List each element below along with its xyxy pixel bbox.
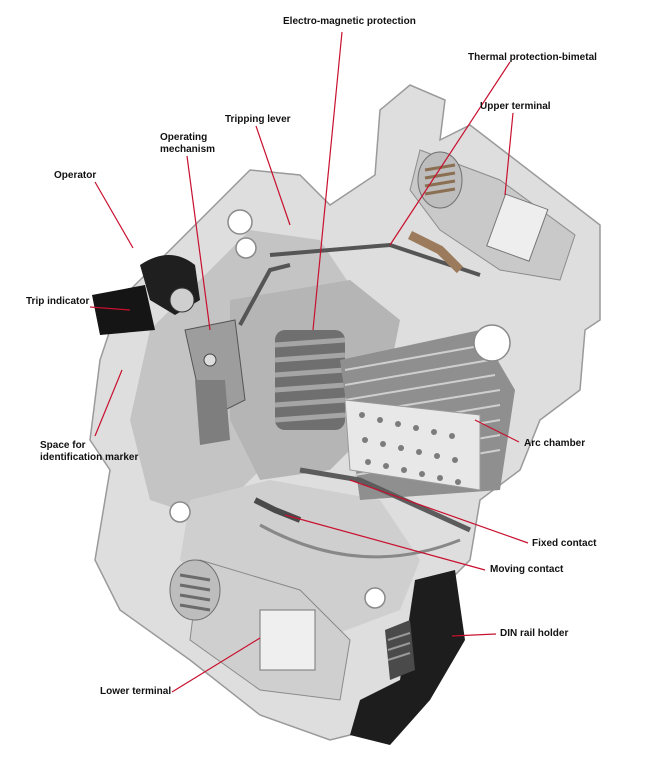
leader-operator <box>94 181 134 249</box>
label-operating-mechanism: Operating mechanism <box>160 132 216 155</box>
label-tripping-lever: Tripping lever <box>225 114 291 125</box>
leader-tripping-lever <box>255 125 291 226</box>
leader-arc-chamber <box>474 419 520 443</box>
label-operator: Operator <box>54 170 97 181</box>
arc-chamber-plates <box>340 330 515 500</box>
label-din-rail-holder: DIN rail holder <box>500 628 569 639</box>
label-lower-terminal: Lower terminal <box>100 686 172 697</box>
mechanism-parts <box>184 263 291 445</box>
label-thermal-protection-bimetal: Thermal protection-bimetal <box>468 52 597 63</box>
label-electro-magnetic-protection: Electro-magnetic protection <box>283 16 416 27</box>
leader-thermal <box>389 61 511 246</box>
label-moving-contact: Moving contact <box>490 564 564 575</box>
breaker-illustration <box>89 84 601 745</box>
leader-fixed-contact <box>349 479 529 544</box>
magnetic-coil <box>274 330 346 430</box>
upper-terminal-clamp <box>486 193 549 262</box>
leader-electro-magnetic <box>312 31 343 331</box>
leader-marker-space <box>94 369 123 437</box>
fixed-contact-strip <box>299 467 472 533</box>
label-arc-chamber: Arc chamber <box>524 438 586 449</box>
label-upper-terminal: Upper terminal <box>480 101 551 112</box>
upper-terminal-screw <box>417 151 463 209</box>
label-space-for-identification-marker: Space for identification marker <box>40 440 139 463</box>
arc-runner <box>259 523 461 559</box>
mounting-holes <box>169 209 511 609</box>
lower-terminal-block <box>169 559 351 701</box>
din-rail-clip <box>350 570 465 745</box>
leader-moving-contact <box>284 514 486 571</box>
leader-din-rail <box>451 633 497 637</box>
bimetal-braid <box>407 230 464 274</box>
label-trip-indicator: Trip indicator <box>26 296 90 307</box>
leader-upper-terminal <box>504 112 514 196</box>
leader-lower-terminal <box>171 637 261 693</box>
leader-operating-mechanism <box>186 155 211 331</box>
leader-lines <box>89 31 529 693</box>
leader-trip-indicator <box>89 306 131 311</box>
upper-screw-thread <box>424 163 456 196</box>
label-fixed-contact: Fixed contact <box>532 538 597 549</box>
